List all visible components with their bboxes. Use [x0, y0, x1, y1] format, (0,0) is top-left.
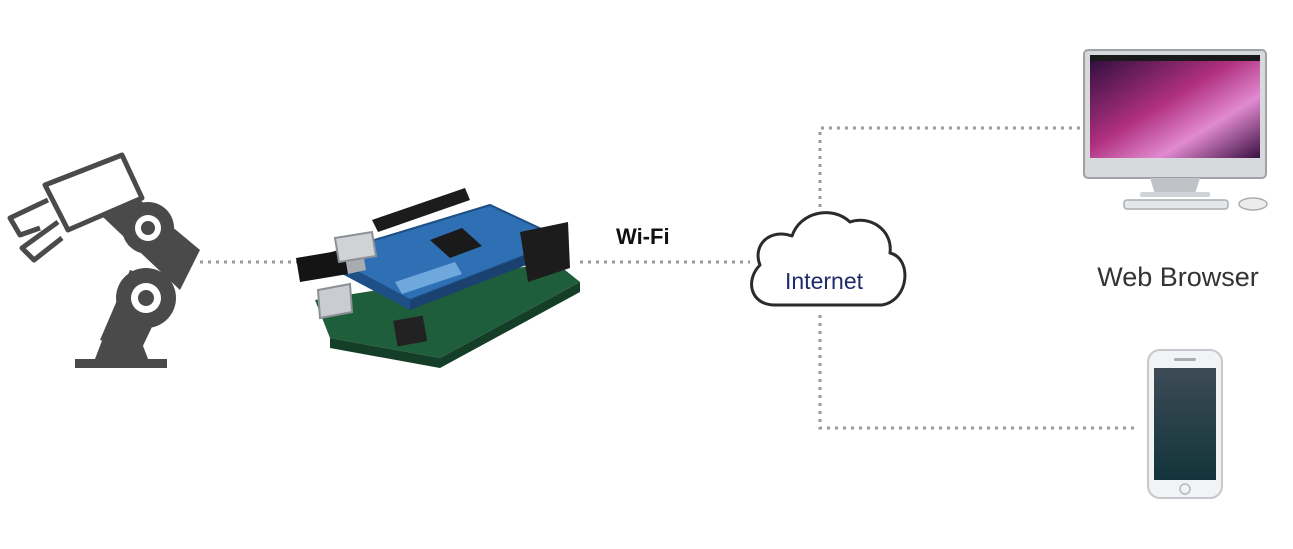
desktop-computer-icon: [1083, 49, 1268, 211]
shield-label-sticker: [395, 262, 462, 294]
robot-base: [75, 359, 167, 368]
arduino-board: [315, 262, 580, 358]
monitor-stand: [1150, 178, 1200, 194]
wifi-dongle: [296, 250, 348, 282]
web-browser-label: Web Browser: [1097, 262, 1259, 292]
keyboard: [1123, 199, 1229, 210]
cloud-outline: [750, 211, 907, 307]
mouse: [1238, 197, 1268, 211]
cloud-to-phone-line: [818, 315, 1135, 430]
shield-header-back: [372, 188, 470, 232]
shield-chip: [430, 228, 482, 258]
robot-arm-icon: [7, 152, 200, 368]
shield-header-right: [520, 222, 570, 282]
usb-port: [316, 282, 354, 320]
power-jack: [393, 315, 428, 347]
robot-gripper-fingers: [7, 197, 64, 263]
wifi-shield-board-icon: [296, 188, 580, 368]
smartphone-icon: [1147, 349, 1223, 499]
cloud-to-desktop-line: [818, 126, 1080, 215]
monitor-screen: [1090, 55, 1260, 158]
wifi-label: Wi-Fi: [616, 224, 670, 249]
robot-gripper-housing: [42, 152, 145, 233]
connection-lines: [200, 126, 1135, 430]
cloud-icon: Internet: [750, 211, 907, 307]
internet-label: Internet: [785, 268, 864, 294]
phone-screen: [1154, 368, 1216, 480]
